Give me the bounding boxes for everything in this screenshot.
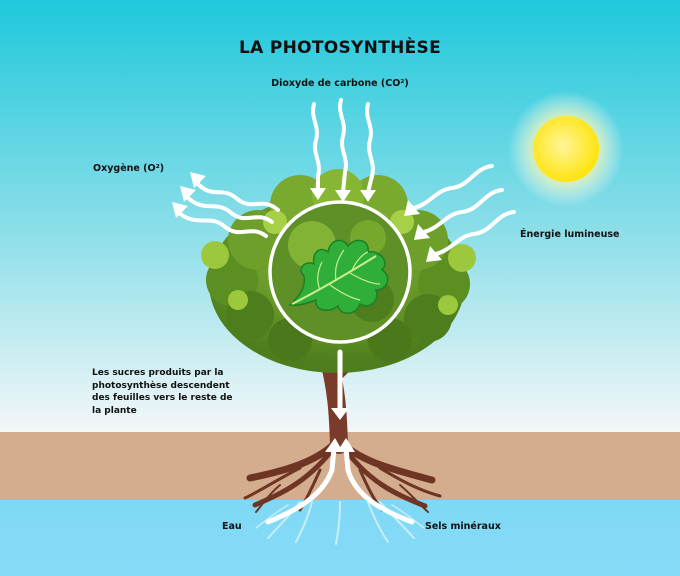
roots-reflection: [255, 501, 425, 545]
light-arrows: [412, 164, 516, 256]
wavy-arrow-icon: [184, 194, 274, 224]
label-o2: Oxygène (O²): [93, 163, 165, 174]
label-minerals: Sels minéraux: [425, 521, 501, 532]
wavy-arrow-icon: [412, 164, 494, 210]
page-title: LA PHOTOSYNTHÈSE: [239, 38, 441, 58]
wavy-arrow-icon: [311, 102, 321, 192]
label-water: Eau: [222, 521, 242, 532]
o2-arrows: [176, 180, 280, 238]
sun-icon: [508, 91, 624, 207]
sugar-arrow: [331, 349, 349, 420]
magnifier-ring: [268, 200, 412, 344]
wavy-arrow-icon: [422, 188, 504, 234]
label-sugar: Les sucres produits par la photosynthèse…: [92, 368, 233, 416]
wavy-arrow-icon: [194, 180, 280, 212]
water-arrow: [265, 438, 343, 525]
label-co2: Dioxyde de carbone (CO²): [271, 78, 409, 89]
co2-arrows: [311, 98, 375, 194]
wavy-arrow-icon: [434, 210, 516, 256]
label-light-energy: Énergie lumineuse: [520, 229, 620, 240]
minerals-arrow: [337, 438, 415, 525]
wavy-arrow-icon: [176, 210, 268, 238]
wavy-arrow-icon: [338, 98, 348, 194]
wavy-arrow-icon: [365, 102, 375, 194]
leaf-icon: [288, 239, 389, 314]
